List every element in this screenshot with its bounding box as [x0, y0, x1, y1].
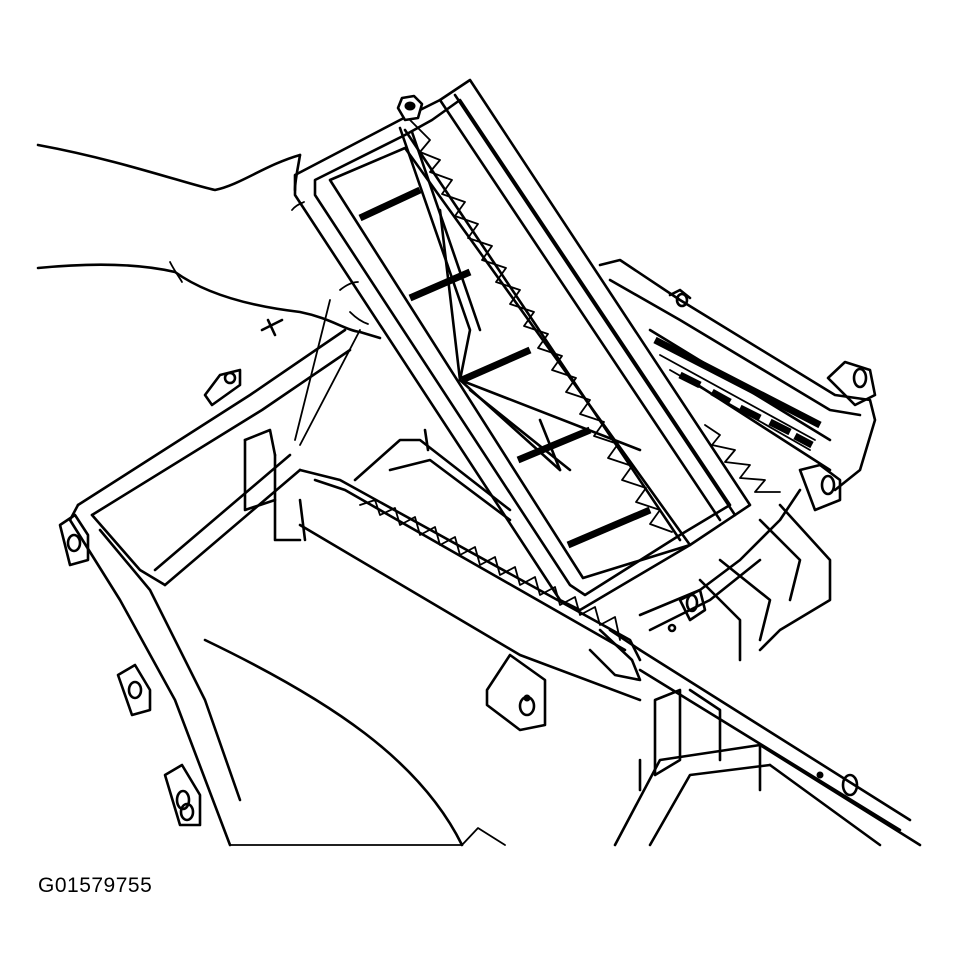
- figure-id-label: G01579755: [38, 874, 153, 897]
- cabin-air-filter: [293, 78, 752, 682]
- filter-housing-slot: [294, 299, 642, 662]
- hvac-housing: [58, 318, 922, 847]
- hand: [36, 143, 382, 340]
- blower-housing: [598, 258, 877, 662]
